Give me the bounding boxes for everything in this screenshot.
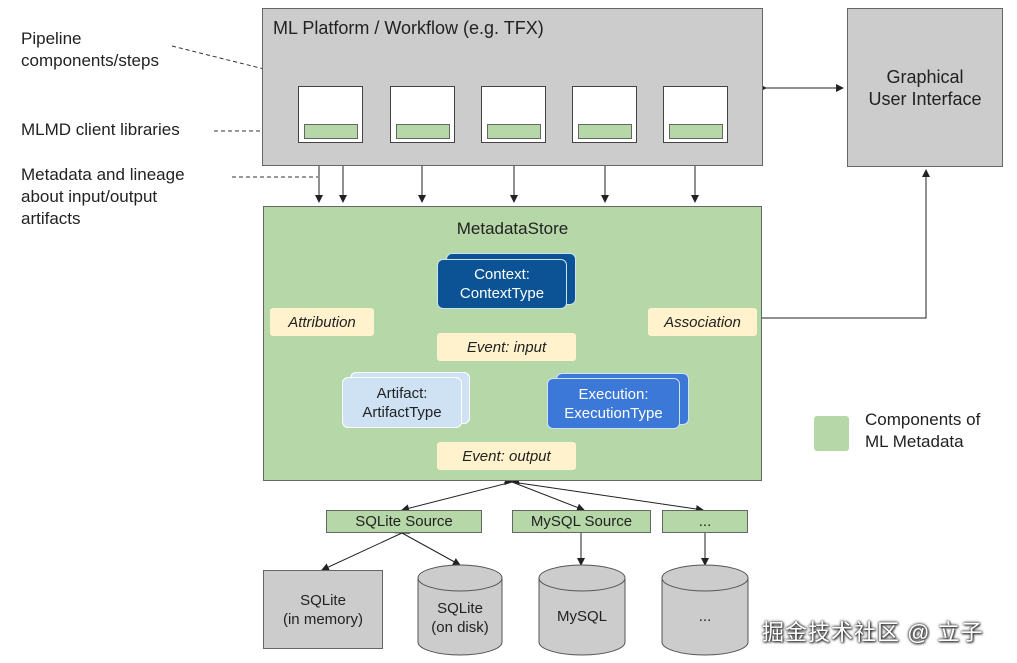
- metadata-store-title: MetadataStore: [456, 219, 569, 238]
- context-card: Context: ContextType: [437, 259, 567, 309]
- attribution-label: Attribution: [270, 308, 374, 336]
- mlmd-client-library: [304, 124, 358, 139]
- pipeline-component-1: [298, 86, 363, 143]
- arrow-sqlite-mem: [321, 526, 411, 571]
- sqlite-in-memory-box: SQLite (in memory): [263, 570, 383, 649]
- pipeline-component-4: [572, 86, 637, 143]
- watermark-text: 掘金技术社区 @ 立子: [762, 620, 984, 645]
- metadata-lineage-label: Metadata and lineage about input/output …: [21, 165, 185, 228]
- association-label: Association: [648, 308, 757, 336]
- execution-card: Execution: ExecutionType: [547, 378, 680, 429]
- mlmd-client-library: [396, 124, 450, 139]
- mlmd-client-label: MLMD client libraries: [21, 120, 180, 139]
- other-db-cylinder: [661, 564, 749, 656]
- graphical-user-interface-box: Graphical User Interface: [847, 8, 1003, 167]
- mlmd-client-library: [578, 124, 632, 139]
- sqlite-disk-label: SQLite (on disk): [431, 600, 489, 636]
- sqlite-disk-cylinder: [417, 564, 503, 656]
- mysql-cylinder: [538, 564, 626, 656]
- artifact-card: Artifact: ArtifactType: [342, 377, 462, 428]
- pipeline-label: Pipeline components/steps: [21, 29, 159, 70]
- mysql-db-label: MySQL: [556, 607, 607, 625]
- other-db-label: ...: [698, 607, 712, 625]
- other-source-box: ...: [662, 510, 748, 533]
- event-input-label: Event: input: [437, 333, 576, 361]
- pipeline-component-2: [390, 86, 455, 143]
- ml-platform-title: ML Platform / Workflow (e.g. TFX): [273, 18, 544, 38]
- mlmd-client-library: [669, 124, 723, 139]
- arrow-store-other: [504, 477, 704, 513]
- event-output-label: Event: output: [437, 442, 576, 470]
- pipeline-component-3: [481, 86, 546, 143]
- arrow-store-gui: [762, 169, 930, 319]
- legend-swatch: [814, 416, 849, 451]
- sqlite-source-box: SQLite Source: [326, 510, 482, 533]
- pipeline-component-5: [663, 86, 728, 143]
- legend-label: Components of ML Metadata: [865, 410, 981, 451]
- arrow-sqlite-disk: [393, 526, 461, 566]
- mysql-source-box: MySQL Source: [512, 510, 651, 533]
- mlmd-client-library: [487, 124, 541, 139]
- arrow-store-sqlite: [401, 476, 520, 513]
